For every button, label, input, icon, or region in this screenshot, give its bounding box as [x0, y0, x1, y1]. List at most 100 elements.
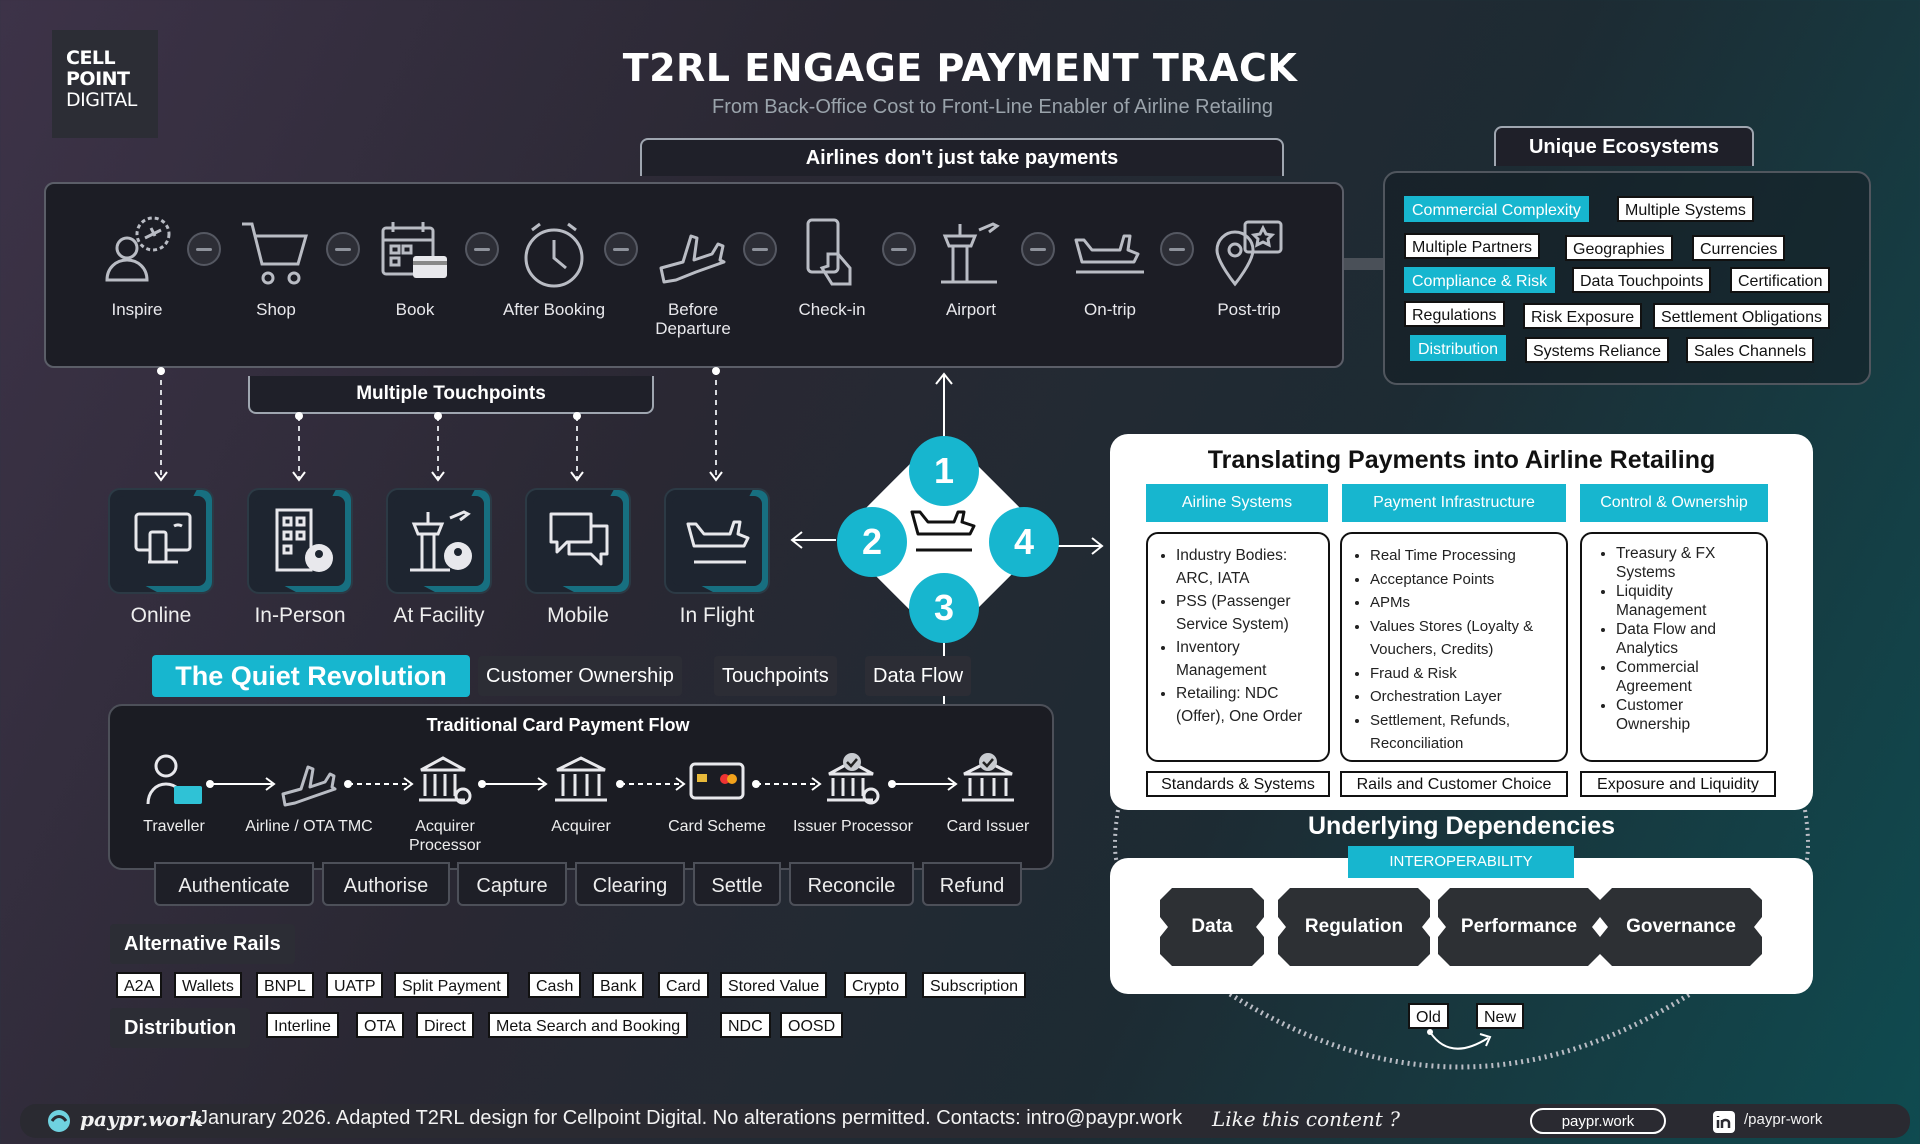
rail-tag: Bank [592, 972, 645, 998]
logo-line-2: POINT [66, 68, 130, 90]
stage-label: Inspire [111, 300, 163, 319]
list-item: Retailing: NDC (Offer), One Order [1176, 682, 1320, 728]
rail-tag: UATP [326, 972, 384, 998]
plane-icon [281, 765, 337, 807]
distribution-tag: Interline [266, 1012, 339, 1038]
logo-line-1: CELL [66, 47, 116, 69]
step-number-3: 3 [909, 573, 979, 643]
step-number-2: 2 [837, 507, 907, 577]
footer-cta: Like this content ? [1212, 1107, 1400, 1131]
cart-icon [242, 222, 308, 285]
step-number-4: 4 [989, 507, 1059, 577]
flow-node-label: Acquirer [551, 818, 611, 835]
list-item: Orchestration Layer [1370, 685, 1558, 709]
dependency-performance: Performance [1438, 888, 1600, 966]
list-item: Liquidity Management [1616, 582, 1758, 620]
curved-arrow-icon [1427, 1029, 1492, 1050]
phone-tap-icon [806, 218, 852, 286]
rail-tag: Cash [528, 972, 582, 998]
step-authorise: Authorise [322, 862, 450, 906]
step-authenticate: Authenticate [154, 862, 314, 906]
touchpoint-in-flight-tile [664, 488, 770, 594]
plane-icon [686, 520, 750, 564]
flow-node-airline: Airline / OTA TMC [244, 752, 374, 836]
list-item: Data Flow and Analytics [1616, 620, 1758, 658]
column-foot: Standards & Systems [1146, 771, 1330, 797]
flow-node-label: Acquirer Processor [408, 818, 482, 854]
alt-rails-label: Alternative Rails [110, 924, 295, 964]
check-icon [843, 753, 861, 771]
plane-landing-icon [1074, 234, 1144, 274]
stage-book: Book [355, 214, 475, 319]
dependency-governance: Governance [1600, 888, 1762, 966]
eco-tag: Risk Exposure [1523, 303, 1643, 329]
touchpoint-at-facility-tile [386, 488, 492, 594]
bank-icon [555, 756, 607, 802]
touchpoint-label: Online [130, 604, 192, 627]
touchpoint-in-person-tile [247, 488, 353, 594]
connector-dot [326, 232, 360, 266]
stage-check-in: Check-in [772, 214, 892, 319]
stage-label: Airport [945, 300, 997, 319]
rail-tag: Card [658, 972, 709, 998]
old-tag: Old [1408, 1003, 1449, 1029]
eco-tag: Geographies [1565, 235, 1673, 261]
list-item: Fraud & Risk [1370, 662, 1558, 686]
stage-airport: Airport [911, 214, 1031, 319]
stage-shop: Shop [216, 214, 336, 319]
clock-icon [524, 222, 584, 288]
airline-systems-list: Industry Bodies: ARC, IATA PSS (Passenge… [1146, 532, 1330, 762]
list-item: Acceptance Points [1370, 568, 1558, 592]
step-number-1: 1 [909, 436, 979, 506]
dependencies-title: Underlying Dependencies [1307, 812, 1616, 840]
connector-dot [882, 232, 916, 266]
traveller-card-icon [146, 754, 202, 805]
plane-icon [659, 234, 726, 284]
check-icon [979, 753, 997, 771]
flow-node-label: Card Scheme [668, 818, 766, 835]
eco-tag: Regulations [1404, 301, 1505, 327]
dependency-regulation: Regulation [1278, 888, 1430, 966]
footer-text: Janurary 2026. Adapted T2RL design for C… [198, 1107, 1183, 1129]
rail-tag: Split Payment [394, 972, 509, 998]
distribution-tag: OOSD [780, 1012, 844, 1038]
connector-dot [1021, 232, 1055, 266]
list-item: Values Stores (Loyalty & Vouchers, Credi… [1370, 615, 1558, 662]
linkedin-handle[interactable]: /paypr-work [1744, 1111, 1823, 1128]
eco-tag: Commercial Complexity [1404, 196, 1589, 222]
eco-tag: Compliance & Risk [1404, 267, 1556, 293]
eco-tag: Settlement Obligations [1653, 303, 1830, 329]
building-agent-icon [275, 508, 333, 572]
journey-panel: Inspire Shop Book After Booking Before D… [44, 182, 1344, 368]
bank-gear-check-icon [827, 760, 880, 805]
map-pin-star-icon [1215, 220, 1283, 287]
eco-tag: Data Touchpoints [1572, 267, 1712, 293]
list-item: Inventory Management [1176, 636, 1320, 682]
connector-bar [1344, 258, 1384, 270]
retailing-title: Translating Payments into Airline Retail… [1207, 446, 1716, 474]
dependency-dotted-curve [1113, 809, 1810, 1070]
stage-label: Shop [256, 300, 296, 319]
linkedin-icon[interactable] [1712, 1110, 1736, 1134]
list-item: Settlement, Refunds, Reconciliation [1370, 709, 1558, 756]
eco-tag: Distribution [1410, 335, 1507, 361]
person-plane-icon [105, 216, 171, 282]
distribution-tag: NDC [720, 1012, 771, 1038]
rail-tag: Wallets [174, 972, 242, 998]
flow-node-acquirer: Acquirer [516, 752, 646, 836]
step-reconcile: Reconcile [789, 862, 914, 906]
connector-dot [465, 232, 499, 266]
connector-dot [187, 232, 221, 266]
list-item: Real Time Processing [1370, 544, 1558, 568]
stage-label: Check-in [798, 300, 866, 319]
step-settle: Settle [693, 862, 781, 906]
flow-node-issuer-processor: Issuer Processor [788, 752, 918, 836]
flow-node-card-scheme: Card Scheme [652, 752, 782, 836]
ecosystems-heading: Unique Ecosystems [1494, 126, 1754, 166]
stage-inspire: Inspire [77, 214, 197, 319]
paypr-site-button[interactable]: paypr.work [1530, 1108, 1666, 1134]
quiet-tag: Data Flow [865, 656, 972, 696]
step-clearing: Clearing [575, 862, 685, 906]
column-foot: Exposure and Liquidity [1580, 771, 1776, 797]
